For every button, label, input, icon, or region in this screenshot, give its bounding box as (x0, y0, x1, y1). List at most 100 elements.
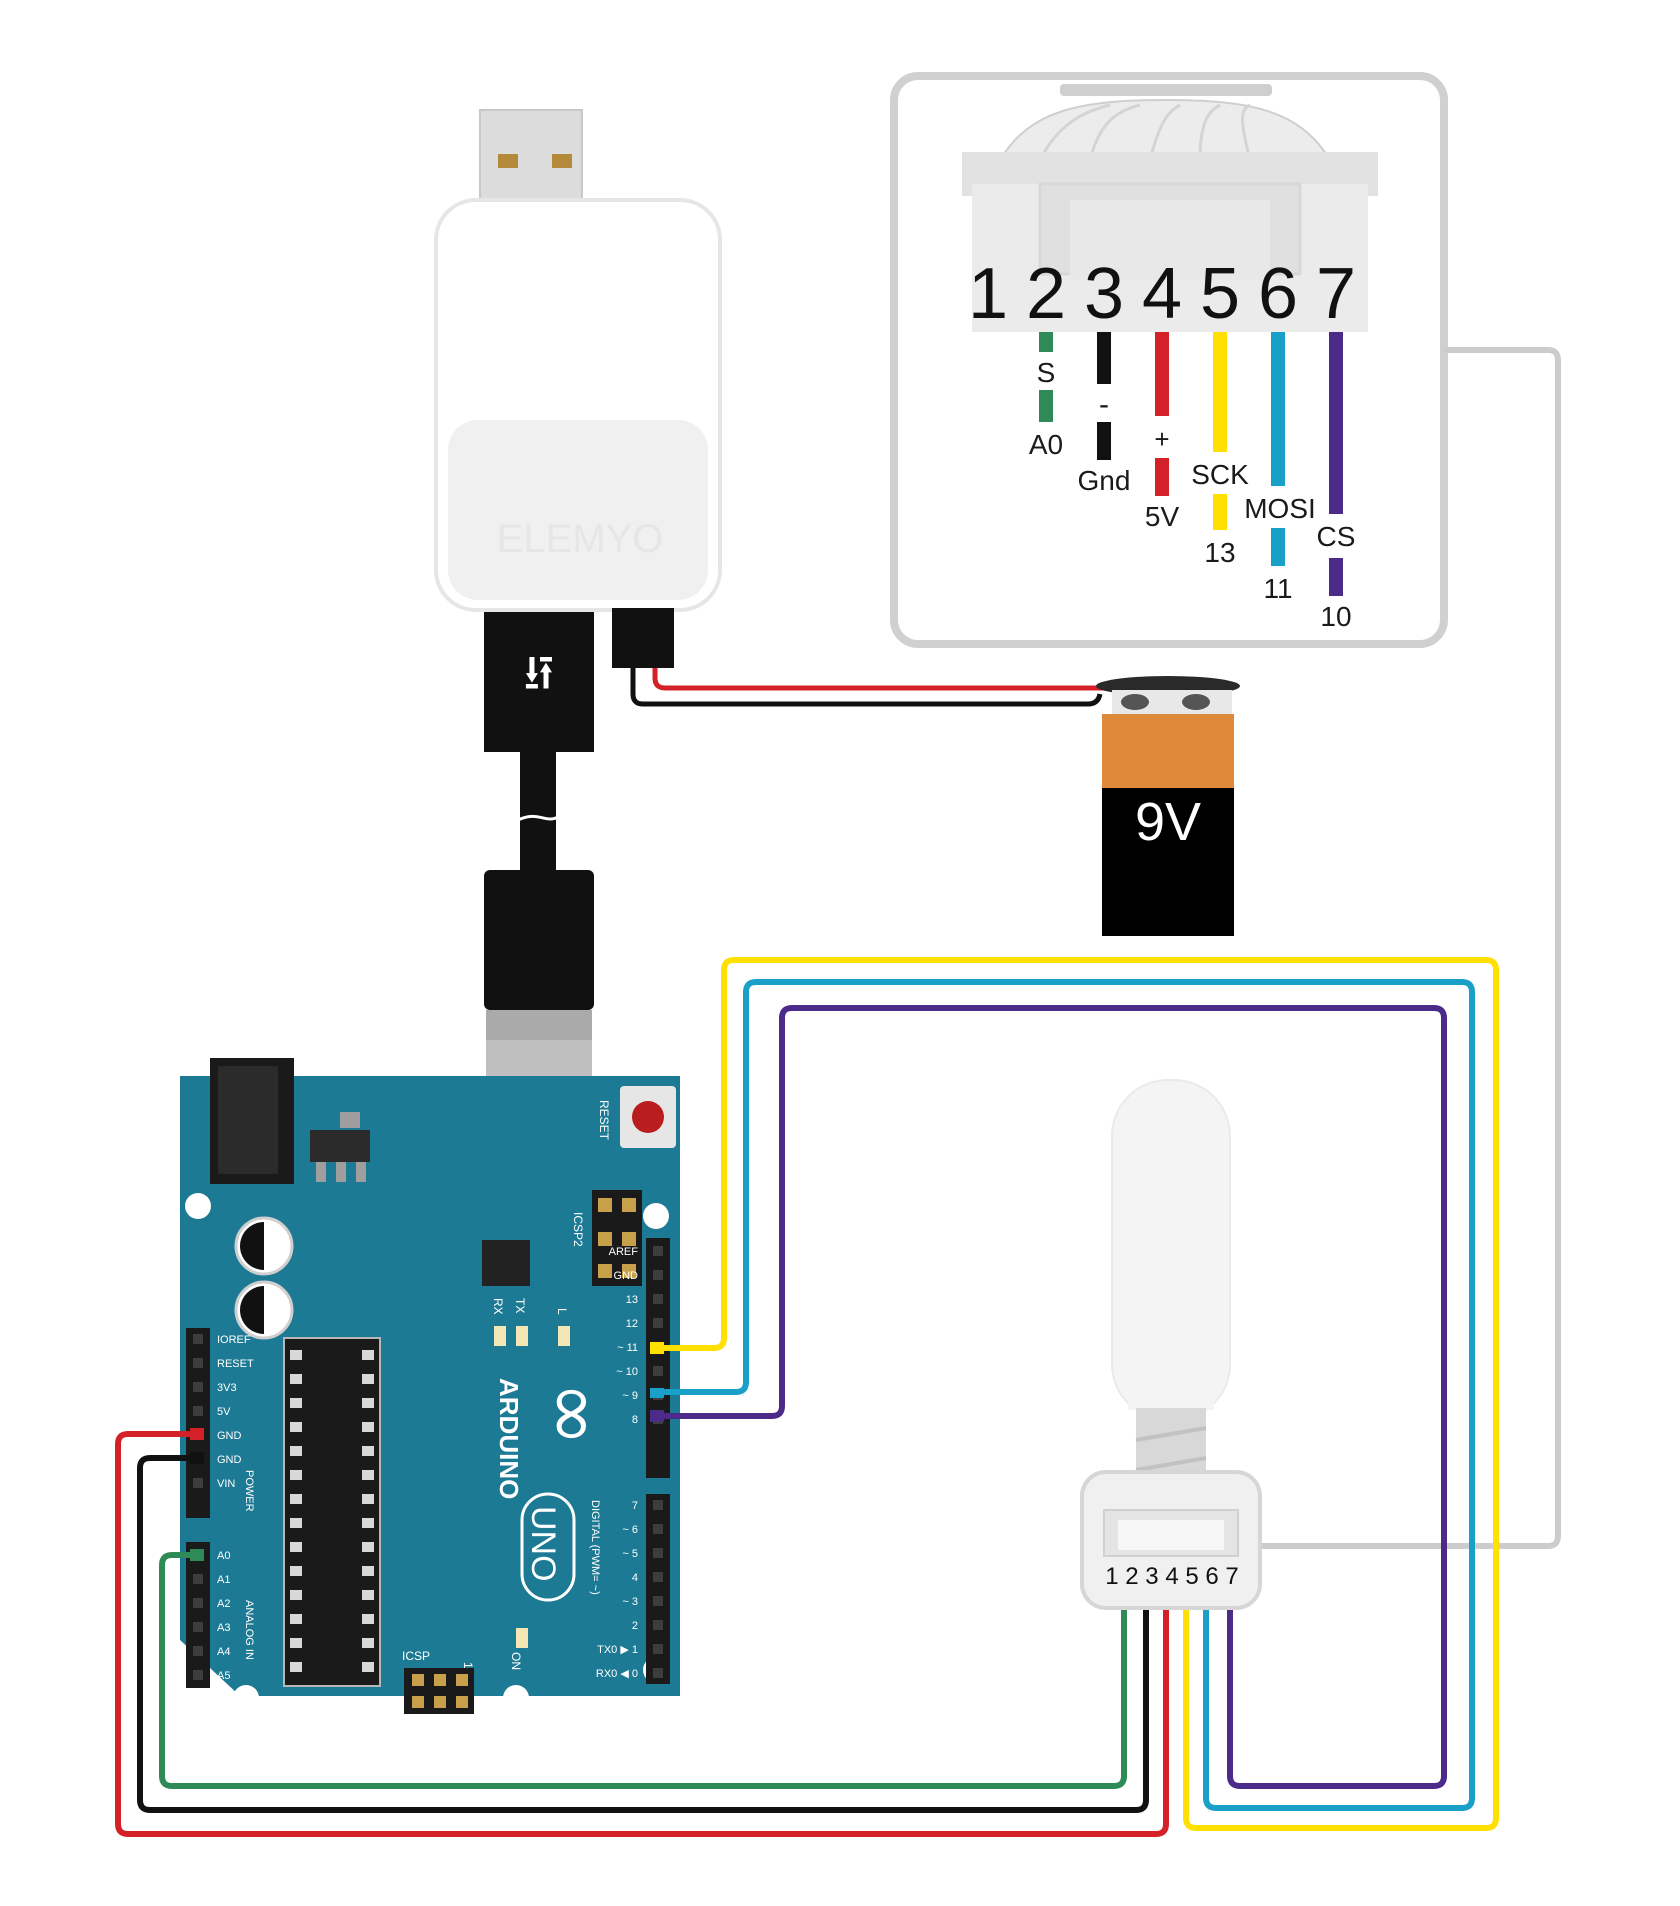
chip-leg (290, 1446, 302, 1456)
battery-label: 9V (1135, 792, 1201, 852)
chip-leg (290, 1422, 302, 1432)
chip-leg (362, 1518, 374, 1528)
chip-leg (290, 1590, 302, 1600)
label-cs: CS (1317, 521, 1356, 552)
analog-pin-socket (193, 1622, 203, 1632)
chip-leg (290, 1398, 302, 1408)
digital-pin-label: ~ 11 (617, 1342, 638, 1354)
module-brand: ELEMYO (497, 517, 664, 561)
infinity-icon: ∞ (529, 1382, 619, 1447)
usb-icon: ⭿ (524, 646, 555, 702)
icsp-label: ICSP (402, 1649, 430, 1663)
power-pin-label: 5V (217, 1406, 231, 1418)
power-pin-socket (193, 1334, 203, 1344)
power-section-label: POWER (243, 1470, 255, 1512)
label-mosi: MOSI (1244, 493, 1316, 524)
power-pin-label: 3V3 (217, 1382, 237, 1394)
wire-terminals (190, 1342, 664, 1561)
wire-sck-yellow (658, 957, 1499, 1831)
digital-pin-label: ~ 10 (616, 1366, 638, 1378)
digital-pin-socket (653, 1500, 663, 1510)
chip-leg (362, 1566, 374, 1576)
analog-pin-label: A1 (217, 1574, 230, 1586)
wire-gnd-black (137, 1455, 1149, 1813)
analog-pin-label: A4 (217, 1646, 230, 1658)
digital-pin-socket (653, 1270, 663, 1280)
label-13: 13 (1204, 537, 1235, 568)
arduino-logo: ARDUINO (494, 1378, 524, 1499)
reset-label: RESET (597, 1100, 611, 1141)
chip-leg (362, 1350, 374, 1360)
power-pin-label: GND (217, 1430, 242, 1442)
tx-label: TX (513, 1298, 527, 1313)
digital-pin-socket (653, 1366, 663, 1376)
label-11: 11 (1263, 573, 1292, 604)
chip-leg (362, 1374, 374, 1384)
digital-pin-label: 8 (632, 1414, 638, 1426)
analog-section-label: ANALOG IN (243, 1600, 255, 1660)
chip-leg (290, 1614, 302, 1624)
digital-pin-socket (653, 1620, 663, 1630)
rx-label: RX (491, 1298, 505, 1315)
analog-pin-socket (193, 1646, 203, 1656)
chip-leg (362, 1614, 374, 1624)
analog-pin-label: A0 (217, 1550, 230, 1562)
gray-link-wire (1262, 347, 1561, 1549)
chip-leg (290, 1566, 302, 1576)
chip-leg (362, 1398, 374, 1408)
chip-leg (290, 1542, 302, 1552)
power-pin-socket (193, 1358, 203, 1368)
chip-leg (362, 1590, 374, 1600)
digital-pin-label: 12 (626, 1318, 638, 1330)
chip-leg (362, 1638, 374, 1648)
analog-pin-socket (193, 1574, 203, 1584)
power-pin-label: GND (217, 1454, 242, 1466)
digital-pin-socket (653, 1246, 663, 1256)
chip-leg (290, 1350, 302, 1360)
model-label: UNO (524, 1506, 562, 1582)
spi-wires (658, 957, 1499, 1831)
digital-pin-label: GND (614, 1270, 639, 1282)
label-sck: SCK (1191, 459, 1249, 490)
chip-leg (362, 1542, 374, 1552)
chip-leg (362, 1422, 374, 1432)
arduino-uno: RESET ICSP2 RX TX L ARDUINO ∞ UNO ON ICS… (180, 1058, 680, 1714)
pin-number-1: 1 (968, 254, 1008, 334)
pin-number-3: 3 (1084, 254, 1124, 334)
pin-number-7: 7 (1316, 254, 1356, 334)
digital-pin-label: 2 (632, 1620, 638, 1632)
connector-signal-labels: S A0 - Gnd + 5V SCK 13 MOSI 11 CS 10 (1029, 357, 1356, 632)
digital-pin-socket (653, 1294, 663, 1304)
pin-number-6: 6 (1258, 254, 1298, 334)
analog-pin-label: A5 (217, 1670, 230, 1682)
power-pin-label: RESET (217, 1358, 254, 1370)
digital-pin-label: 7 (632, 1500, 638, 1512)
power-pin-label: VIN (217, 1478, 235, 1490)
battery-9v: 9V (1096, 676, 1240, 936)
chip-leg (290, 1518, 302, 1528)
power-wires (115, 1431, 1169, 1837)
analog-pin-socket (193, 1598, 203, 1608)
digital-pin-label: ~ 3 (622, 1596, 638, 1608)
analog-pin-label: A2 (217, 1598, 230, 1610)
connector-closeup: 1 2 3 4 5 6 7 S A0 - Gnd (890, 72, 1448, 648)
label-10: 10 (1320, 601, 1351, 632)
digital-pin-label: 4 (632, 1572, 638, 1584)
l-label: L (555, 1308, 569, 1315)
chip-leg (290, 1662, 302, 1672)
sensor-pin-numbers: 1 2 3 4 5 6 7 (1105, 1563, 1238, 1590)
label-a0: A0 (1029, 429, 1063, 460)
chip-leg (362, 1494, 374, 1504)
wire-cs-purple (658, 1005, 1447, 1789)
digital-pin-socket (653, 1596, 663, 1606)
chip-leg (290, 1494, 302, 1504)
connector-wires (1039, 332, 1343, 596)
icsp2-label: ICSP2 (571, 1212, 585, 1247)
digital-pin-label: TX0 ▶ 1 (597, 1644, 638, 1656)
digital-pin-label: ~ 6 (622, 1524, 638, 1536)
digital-pin-socket (653, 1548, 663, 1558)
on-label: ON (509, 1652, 523, 1670)
analog-pin-socket (193, 1670, 203, 1680)
digital-pin-label: RX0 ◀ 0 (596, 1668, 638, 1680)
